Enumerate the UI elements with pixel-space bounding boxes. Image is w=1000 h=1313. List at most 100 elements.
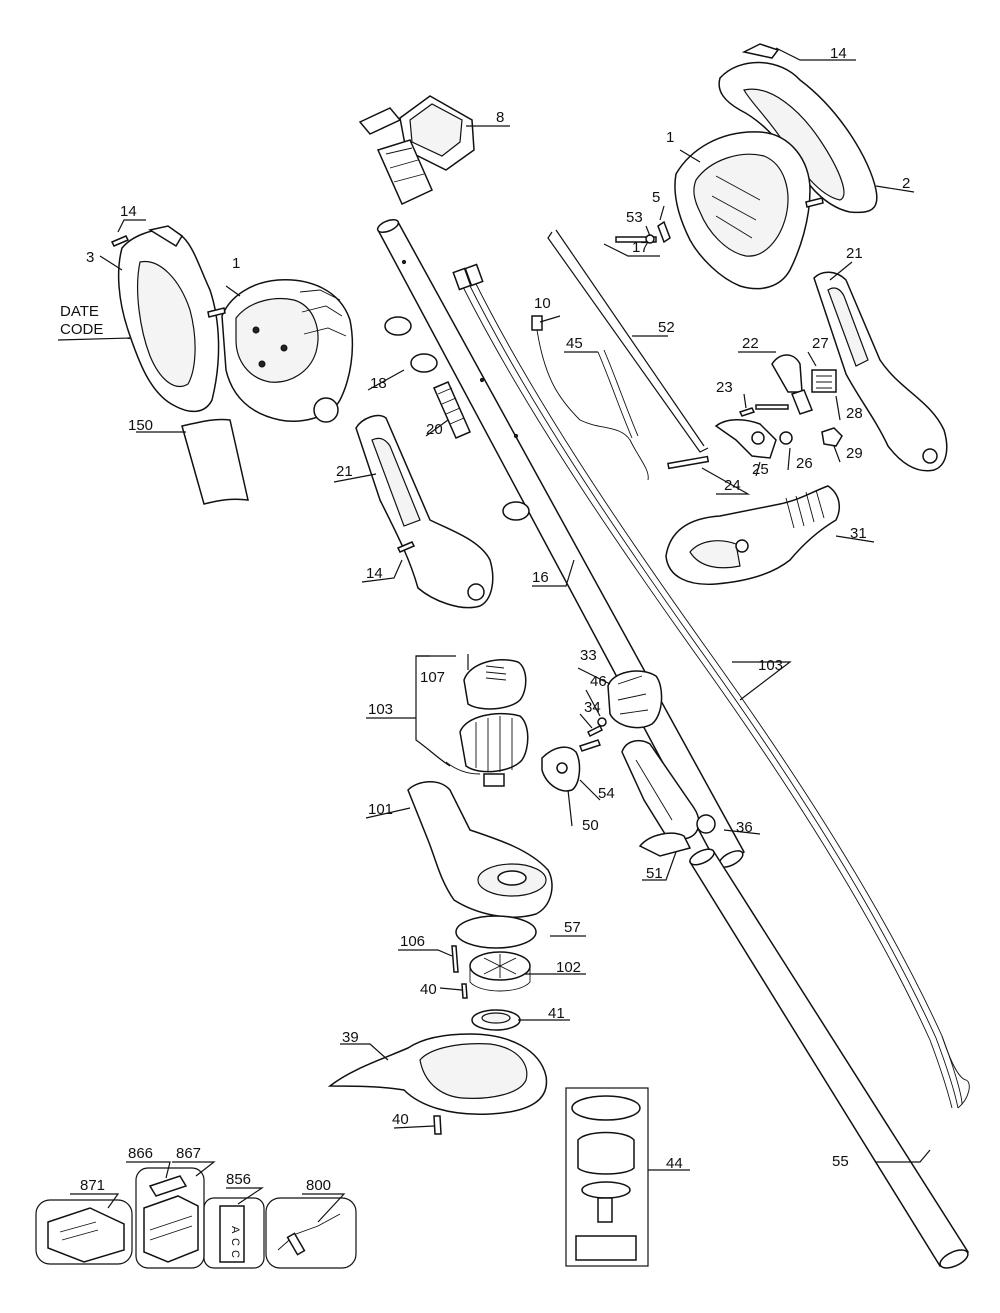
part-25-lever <box>791 389 813 415</box>
callout-856: 856 <box>226 1171 251 1188</box>
callout-107: 107 <box>420 669 445 686</box>
screw-14-left <box>110 235 130 247</box>
callout-20: 20 <box>426 421 443 438</box>
callout-867: 867 <box>176 1145 201 1162</box>
callout-52: 52 <box>658 319 675 336</box>
callout-39: 39 <box>342 1029 359 1046</box>
part-41-bearing <box>471 1009 521 1031</box>
callout-36: 36 <box>736 819 753 836</box>
screw-right-housing <box>805 197 824 208</box>
part-52-rod <box>547 229 709 453</box>
callout-103-harness: 103 <box>758 657 783 674</box>
callout-5: 5 <box>652 189 660 206</box>
part-45-strap <box>597 349 639 439</box>
part-22-spring <box>771 354 803 393</box>
part-23-screw <box>738 407 756 417</box>
screw-14-handle <box>396 541 416 553</box>
callout-33: 33 <box>580 647 597 664</box>
callout-41: 41 <box>548 1005 565 1022</box>
callout-40-lower: 40 <box>392 1111 409 1128</box>
part-51-bracket <box>638 832 692 857</box>
callout-31: 31 <box>850 525 867 542</box>
callout-103-motor: 103 <box>368 701 393 718</box>
part-21-handle-half-right <box>813 271 948 472</box>
callout-866: 866 <box>128 1145 153 1162</box>
part-1-motor-housing-right <box>674 131 811 290</box>
part-23-pin <box>755 404 789 410</box>
part-39-guard <box>327 1033 548 1115</box>
part-40-screw-a <box>461 983 468 999</box>
callout-150: 150 <box>128 417 153 434</box>
callout-17: 17 <box>632 239 649 256</box>
callout-54: 54 <box>598 785 615 802</box>
part-1-motor-housing <box>221 279 354 423</box>
callout-2: 2 <box>902 175 910 192</box>
callout-26: 26 <box>796 455 813 472</box>
part-57-gasket <box>455 915 537 949</box>
part-103-wire-harness <box>452 263 970 1109</box>
callout-1-right: 1 <box>666 129 674 146</box>
part-33-clamp <box>607 670 663 729</box>
callout-14-top: 14 <box>830 45 847 62</box>
part-46-washer <box>597 717 607 727</box>
callout-21-right: 21 <box>846 245 863 262</box>
callout-51: 51 <box>646 865 663 882</box>
callout-34: 34 <box>584 699 601 716</box>
callout-27: 27 <box>812 335 829 352</box>
part-3-housing-half <box>117 225 220 413</box>
callout-25: 25 <box>752 461 769 478</box>
part-856-accessory-label <box>203 1197 265 1269</box>
part-18-o-ring-c <box>502 501 530 521</box>
part-107-motor-cap <box>463 654 527 710</box>
part-34-screw <box>586 724 604 738</box>
callout-8: 8 <box>496 109 504 126</box>
callout-44: 44 <box>666 1155 683 1172</box>
part-54-screw <box>579 739 601 752</box>
part-40-screw-b <box>433 1115 442 1135</box>
part-26-spring-ring <box>779 431 793 445</box>
callout-50: 50 <box>582 817 599 834</box>
part-866-battery-pack <box>148 1175 188 1197</box>
part-20-spring <box>433 381 471 439</box>
callout-22: 22 <box>742 335 759 352</box>
callout-103-bracket <box>415 655 451 767</box>
part-44-spool-assembly <box>565 1087 649 1267</box>
callout-leaders <box>57 47 931 1223</box>
part-31-auxiliary-handle <box>665 485 841 586</box>
callout-106: 106 <box>400 933 425 950</box>
part-55-lower-tube <box>688 848 970 1269</box>
callout-101: 101 <box>368 801 393 818</box>
part-871-charger <box>35 1199 133 1265</box>
callout-3: 3 <box>86 249 94 266</box>
callout-10: 10 <box>534 295 551 312</box>
callout-46: 46 <box>590 673 607 690</box>
callout-18: 18 <box>370 375 387 392</box>
part-50-bracket <box>541 746 581 792</box>
part-36-clamp <box>621 739 716 843</box>
callout-24: 24 <box>724 477 741 494</box>
callout-16: 16 <box>532 569 549 586</box>
part-2-housing-half-right <box>718 43 878 214</box>
part-856-text-a: A <box>229 1226 241 1234</box>
part-18-o-ring-a <box>384 316 412 336</box>
part-856-text-c2: C <box>229 1250 241 1258</box>
callout-14-handle: 14 <box>366 565 383 582</box>
date-code-line-1: DATE <box>60 303 99 320</box>
callout-53: 53 <box>626 209 643 226</box>
part-103-motor <box>445 713 529 787</box>
part-24-pin <box>667 455 710 470</box>
part-5-pin <box>657 220 671 244</box>
callout-800: 800 <box>306 1177 331 1194</box>
part-800-manual-tool <box>265 1197 357 1269</box>
part-27-switch <box>811 369 837 393</box>
callout-102: 102 <box>556 959 581 976</box>
part-21-handle-half-left <box>355 414 494 609</box>
callout-55: 55 <box>832 1153 849 1170</box>
callout-29: 29 <box>846 445 863 462</box>
part-29-nut <box>821 427 843 447</box>
part-856-text-c1: C <box>229 1238 241 1246</box>
part-102-gear <box>469 951 531 992</box>
callout-14-left: 14 <box>120 203 137 220</box>
callout-28: 28 <box>846 405 863 422</box>
